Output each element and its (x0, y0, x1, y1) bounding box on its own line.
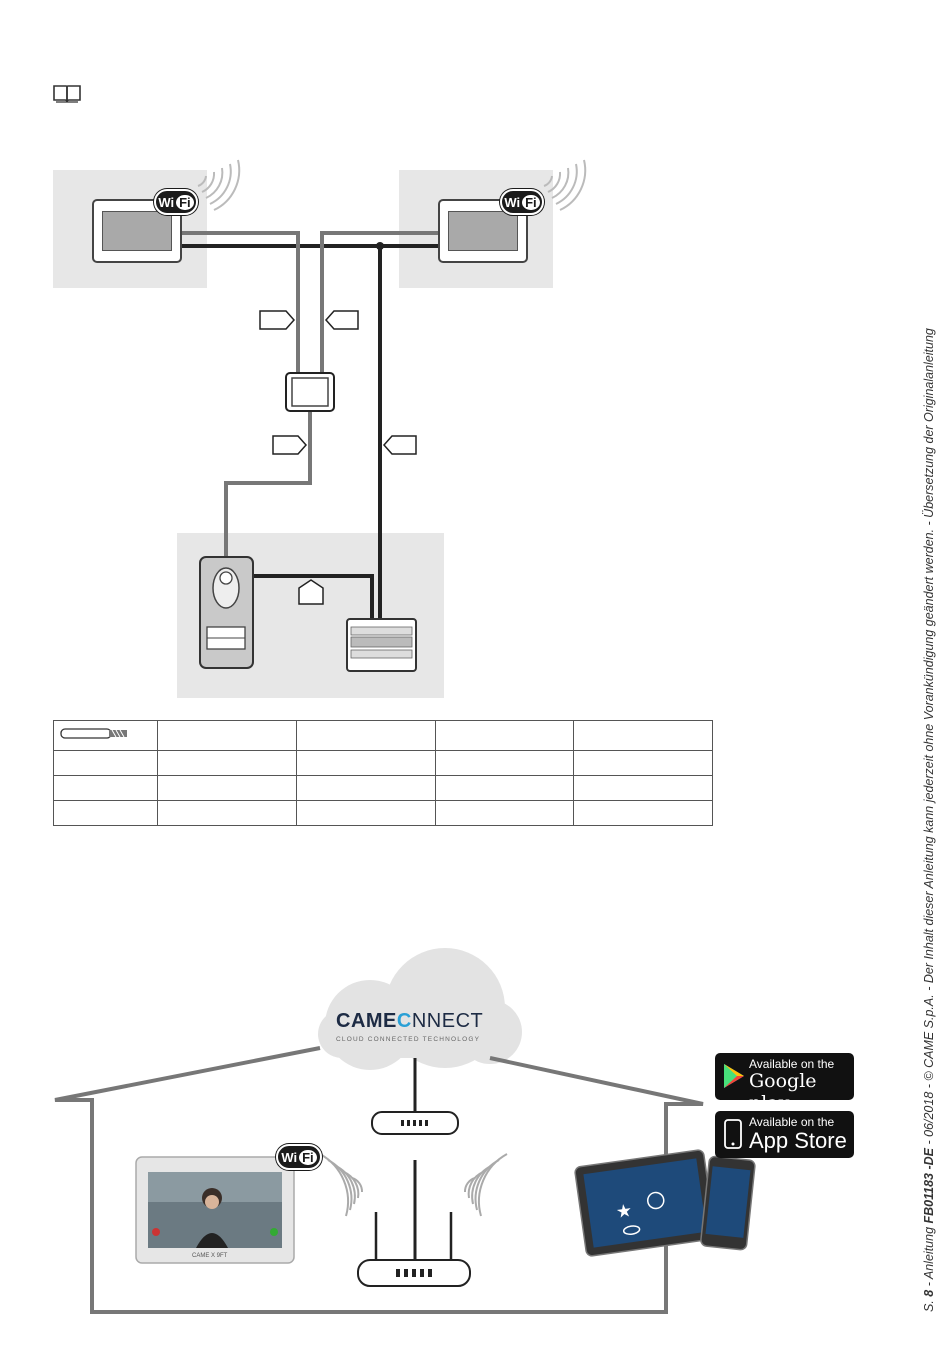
table-cell (157, 775, 297, 801)
table-cell (573, 750, 713, 776)
table-cell (573, 800, 713, 826)
table-cell (295, 800, 436, 826)
table-cell (157, 750, 297, 776)
wifi-wi: Wi (281, 1149, 298, 1165)
cable-header-cell (53, 720, 158, 751)
google-big-text: Google play (749, 1070, 817, 1114)
table-cell (157, 800, 297, 826)
table-cell (434, 720, 575, 751)
wiring-lines (181, 159, 587, 672)
google-small-text: Available on the (749, 1057, 835, 1071)
wifi-wi: Wi (158, 194, 175, 210)
book-icon (53, 85, 81, 103)
table-cell (434, 800, 575, 826)
table-row (53, 800, 713, 826)
brand-tagline: CLOUD CONNECTED TECHNOLOGY (336, 1036, 481, 1043)
brand-came: CAME (336, 1010, 397, 1032)
came-connect-logo: CAMECNNECT CLOUD CONNECTED TECHNOLOGY (336, 1010, 496, 1050)
table-cell (295, 720, 436, 751)
table-cell (53, 800, 158, 826)
wifi-waves-left (197, 159, 241, 211)
table-cell (434, 775, 575, 801)
monitor-label: CAME X 9FT (192, 1253, 228, 1259)
table-cell (53, 775, 158, 801)
cloud-house-diagram: ★ (54, 948, 756, 1314)
play-icon (724, 1064, 744, 1088)
cable-icon (60, 728, 127, 739)
table-row (53, 775, 713, 801)
apple-small-text: Available on the (749, 1115, 835, 1129)
wifi-waves-right (543, 159, 587, 211)
monitor-left (92, 199, 182, 263)
table-cell (573, 720, 713, 751)
app-store-badge[interactable]: Available on the App Store (715, 1111, 854, 1158)
side-note: S. 8 - Anleitung FB01183 -DE - 06/2018 -… (922, 328, 936, 1312)
table-cell (157, 720, 297, 751)
table-row (53, 720, 713, 751)
svg-text:★: ★ (615, 1200, 634, 1223)
table-cell (295, 775, 436, 801)
apple-icon (724, 1119, 742, 1149)
cloud-shape (318, 948, 522, 1070)
table-cell (434, 750, 575, 776)
wifi-fi: Fi (522, 194, 540, 210)
wifi-fi: Fi (176, 194, 194, 210)
brand-connect: NNECT (411, 1010, 484, 1032)
cable-table (53, 720, 713, 826)
apple-big-text: App Store (749, 1128, 847, 1153)
google-play-badge[interactable]: Available on the Google play (715, 1053, 854, 1114)
table-cell (295, 750, 436, 776)
wifi-fi: Fi (299, 1149, 317, 1165)
table-cell (573, 775, 713, 801)
table-row (53, 750, 713, 776)
wifi-wi: Wi (504, 194, 521, 210)
table-cell (53, 750, 158, 776)
